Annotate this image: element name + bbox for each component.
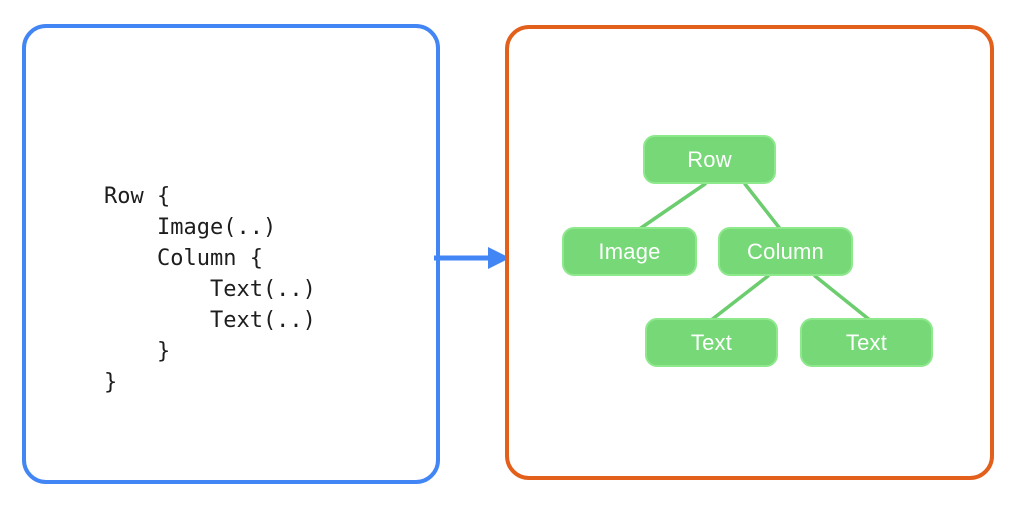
transforms-into-arrow-icon: [434, 247, 510, 269]
tree-node-text-1[interactable]: Text: [645, 318, 778, 367]
tree-node-image[interactable]: Image: [562, 227, 697, 276]
tree-node-row[interactable]: Row: [643, 135, 776, 184]
compose-code-snippet: Row { Image(..) Column { Text(..) Text(.…: [104, 184, 316, 395]
compose-code-panel: Row { Image(..) Column { Text(..) Text(.…: [22, 24, 440, 484]
tree-node-column[interactable]: Column: [718, 227, 853, 276]
tree-node-text-2[interactable]: Text: [800, 318, 933, 367]
